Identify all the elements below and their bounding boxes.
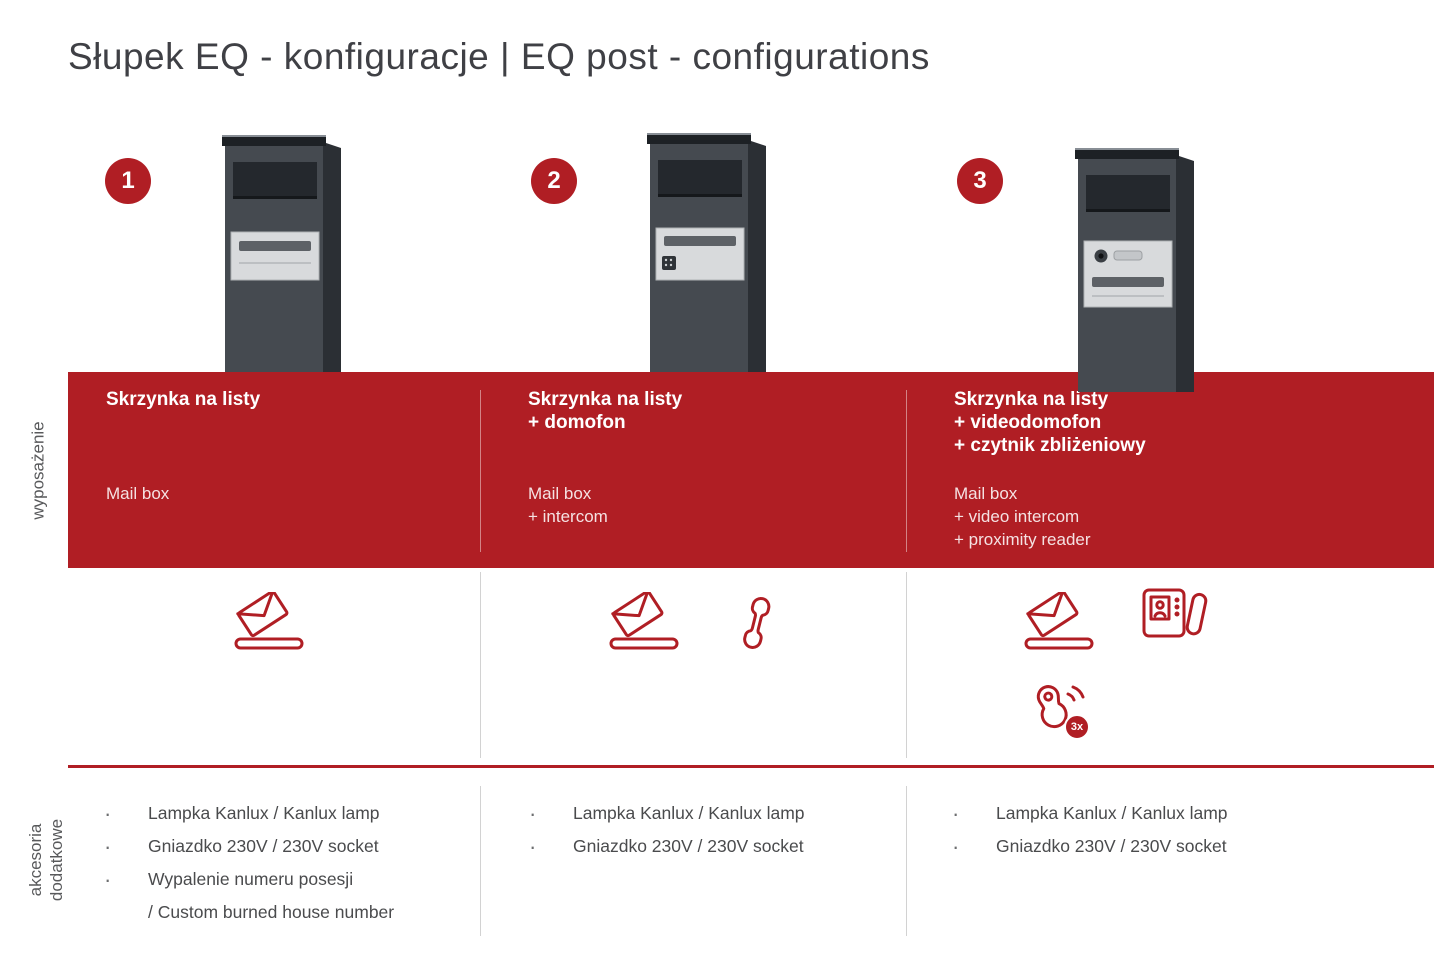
accessory-item: Gniazdko 230V / 230V socket: [529, 830, 889, 863]
accessories-rule: [68, 765, 1434, 768]
band-divider-2: [906, 390, 907, 552]
mail-slot-icon: [609, 592, 679, 650]
config-number-badge-3: 3: [957, 158, 1003, 204]
accessories-list-2: Lampka Kanlux / Kanlux lamp Gniazdko 230…: [529, 797, 889, 863]
page-title: Słupek EQ - konfiguracje | EQ post - con…: [68, 36, 930, 77]
config-number-2: 2: [547, 167, 561, 194]
mail-slot-icon: [234, 592, 304, 650]
accessories-divider-1: [480, 786, 481, 936]
icon-area-divider-2: [906, 572, 907, 758]
proximity-fob-count-badge: 3x: [1064, 714, 1090, 740]
equipment-band: Skrzynka na listy Mail box Skrzynka na l…: [68, 372, 1434, 568]
accessories-divider-2: [906, 786, 907, 936]
side-label-equipment: wyposażenie: [28, 421, 48, 520]
equipment-title-en-1: Mail box: [106, 484, 170, 503]
accessories-list-3: Lampka Kanlux / Kanlux lamp Gniazdko 230…: [952, 797, 1312, 863]
accessory-item: Wypalenie numeru posesji / Custom burned…: [104, 863, 464, 929]
proximity-fob-icon: [1036, 685, 1085, 729]
intercom-handset-icon: [743, 596, 771, 649]
config-number-badge-1: 1: [105, 158, 151, 204]
side-label-accessories: akcesoria dodatkowe: [26, 818, 66, 902]
accessory-item: Lampka Kanlux / Kanlux lamp: [529, 797, 889, 830]
equipment-title-en-2: Mail box + intercom: [528, 484, 608, 526]
accessory-item: Lampka Kanlux / Kanlux lamp: [104, 797, 464, 830]
accessory-item: Gniazdko 230V / 230V socket: [952, 830, 1312, 863]
icon-area-divider-1: [480, 572, 481, 758]
equipment-title-pl-3: Skrzynka na listy + videodomofon + czytn…: [954, 389, 1146, 456]
config-number-badge-2: 2: [531, 158, 577, 204]
config-number-3: 3: [973, 167, 987, 194]
accessories-list-1: Lampka Kanlux / Kanlux lamp Gniazdko 230…: [104, 797, 464, 929]
equipment-title-pl-2: Skrzynka na listy + domofon: [528, 389, 683, 433]
equipment-col-2: Skrzynka na listy + domofon Mail box + i…: [528, 372, 888, 568]
mailbox-post-1-image: [222, 135, 341, 372]
equipment-title-en-3: Mail box + video intercom + proximity re…: [954, 484, 1091, 549]
video-intercom-icon: [1142, 588, 1208, 638]
accessory-item: Lampka Kanlux / Kanlux lamp: [952, 797, 1312, 830]
config-number-1: 1: [121, 167, 135, 194]
mail-slot-icon: [1024, 592, 1094, 650]
equipment-col-3: Skrzynka na listy + videodomofon + czytn…: [954, 372, 1314, 568]
equipment-col-1: Skrzynka na listy Mail box: [106, 372, 466, 568]
accessory-item: Gniazdko 230V / 230V socket: [104, 830, 464, 863]
band-divider-1: [480, 390, 481, 552]
mailbox-post-2-image: [647, 133, 766, 372]
mailbox-post-3-image: [1075, 148, 1194, 392]
equipment-title-pl-1: Skrzynka na listy: [106, 389, 261, 410]
